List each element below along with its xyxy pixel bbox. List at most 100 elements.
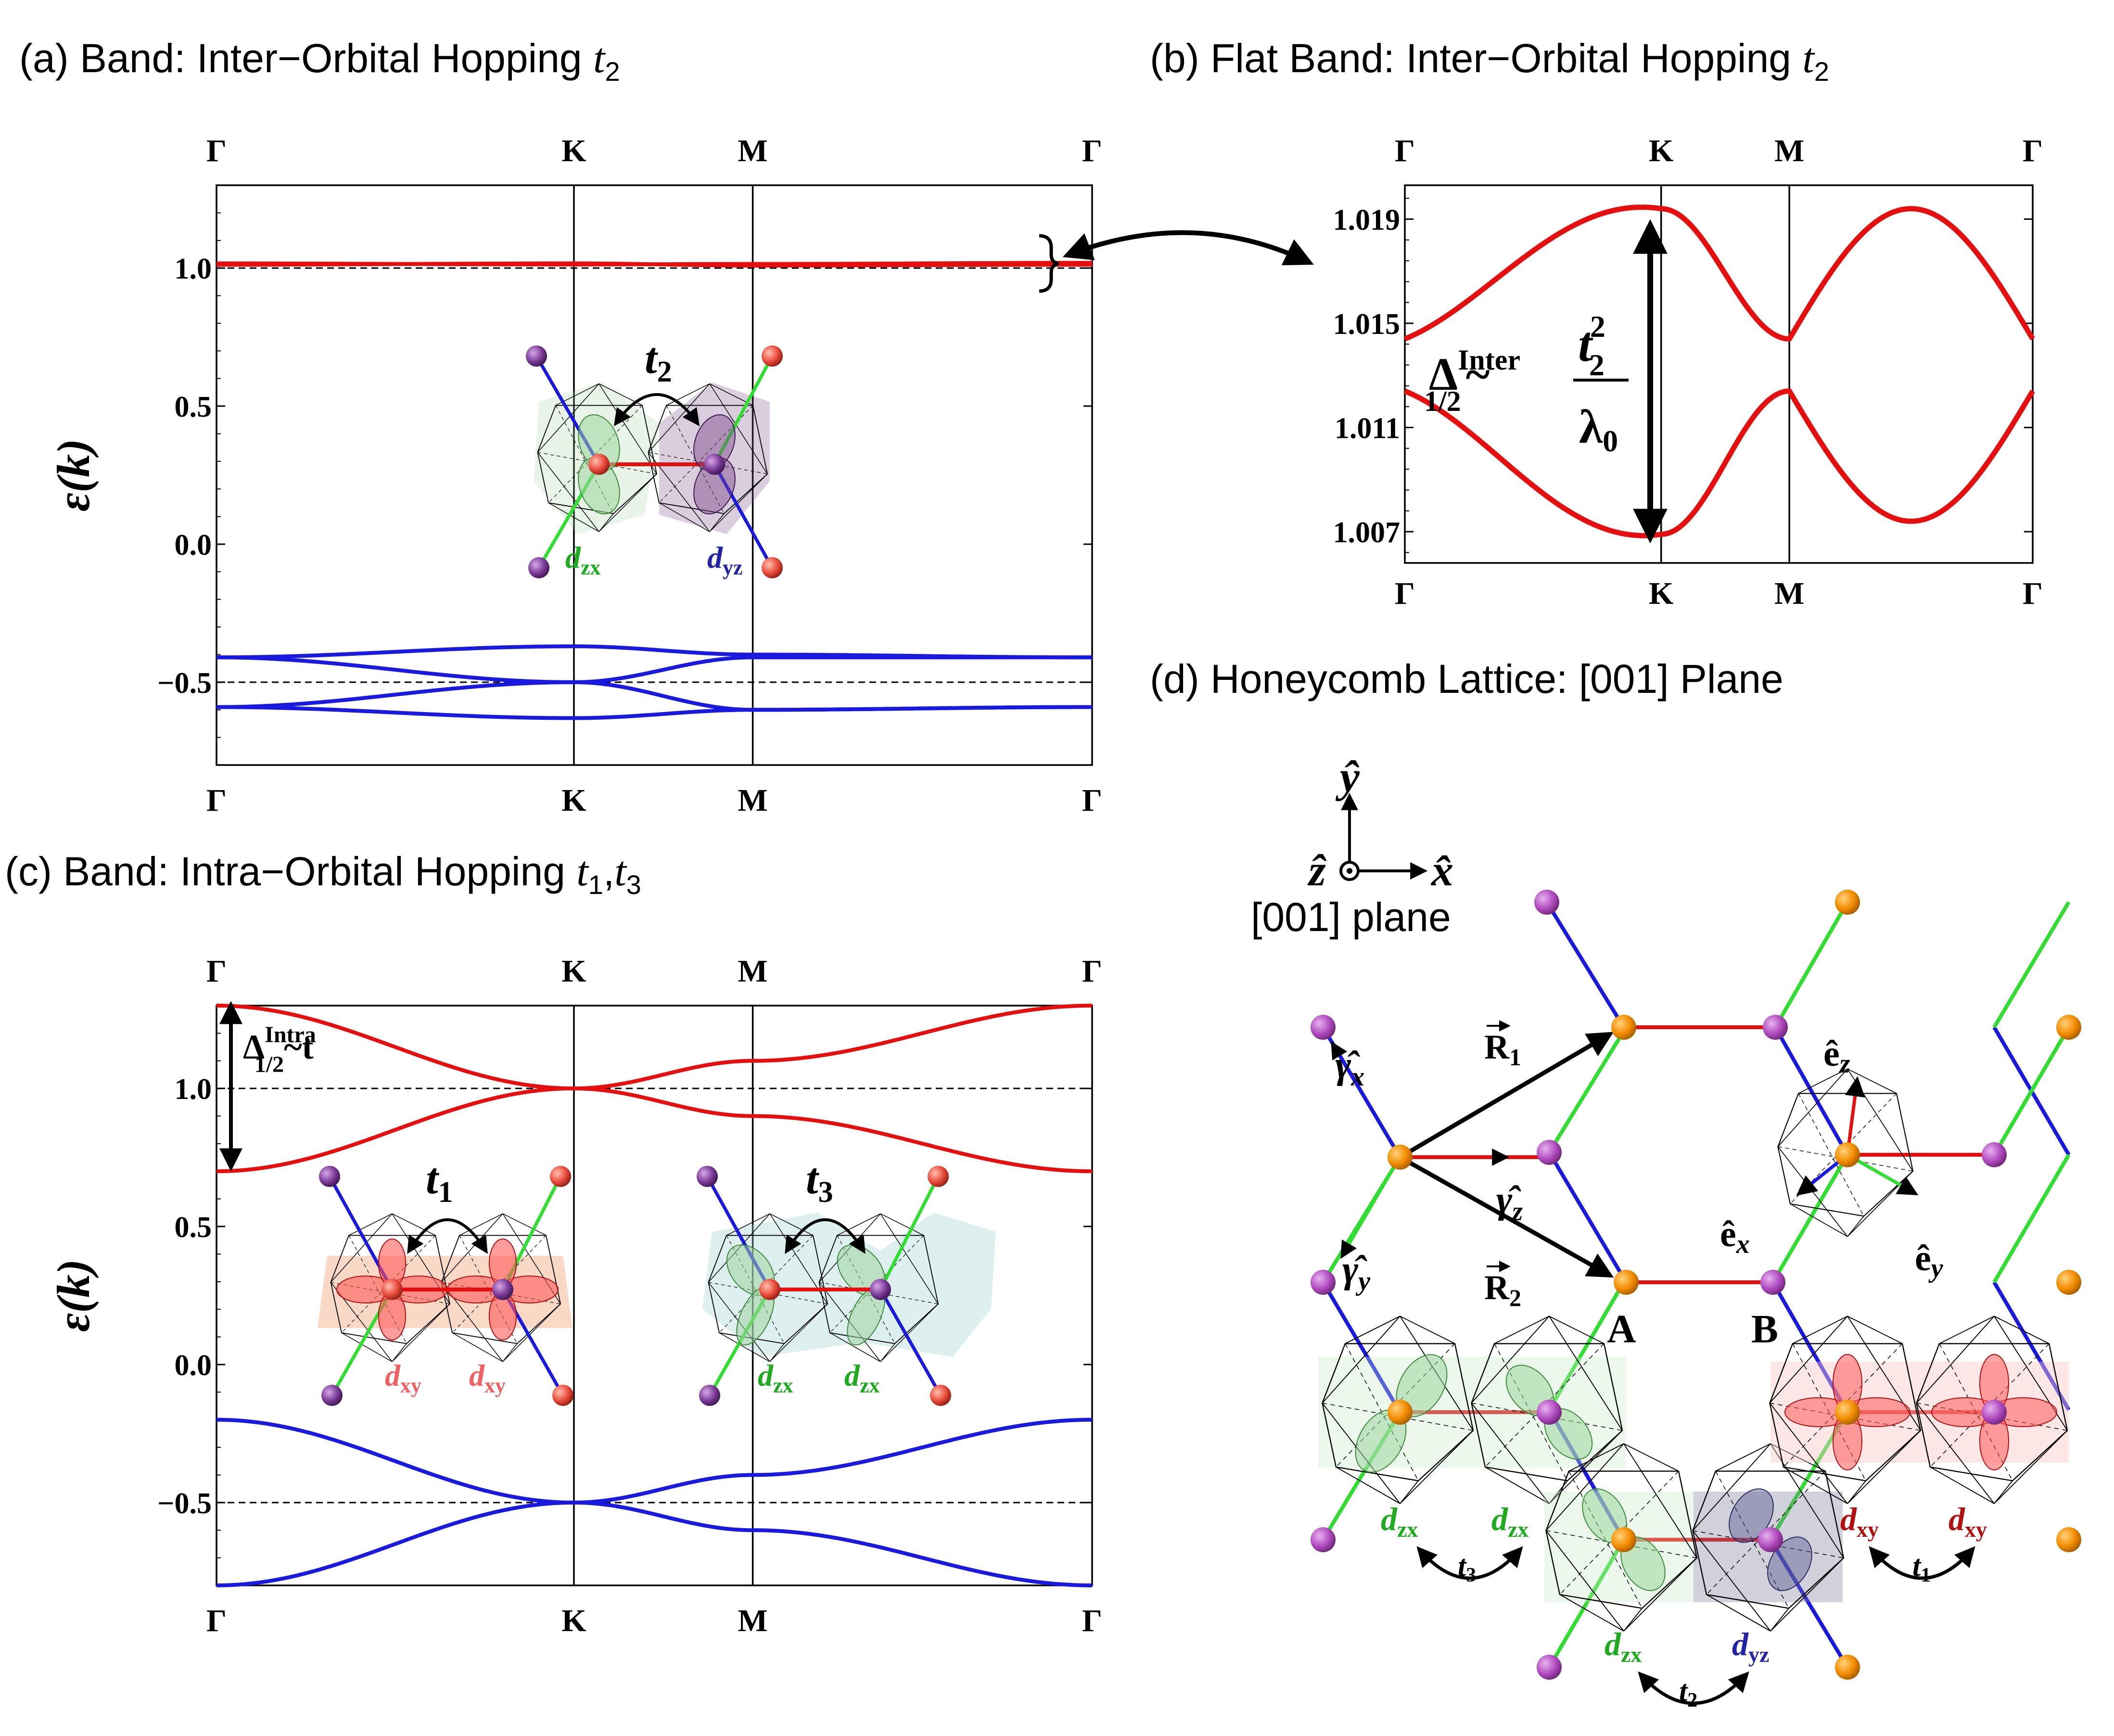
inset-c-dzx2-label: dzx [844,1358,880,1397]
lattice-atoms [1311,890,2081,1680]
hs-label-b-bottom-3: Γ [2023,576,2043,611]
band-a-blue-5 [216,705,1092,720]
ez-label: êz [1823,1034,1850,1079]
band-a-blue-3 [216,644,1092,660]
t2-arrow [1638,1671,1749,1705]
band-c-blue-3 [216,1500,1092,1587]
band-a-blue-4 [216,680,1092,712]
y-axis-label-c: ε(k) [48,1259,99,1332]
lattice-dyz-label: dyz [1732,1626,1769,1667]
ytick-label-c-1: 0.0 [175,1349,212,1382]
ytick-label-c-3: 1.0 [175,1073,212,1106]
band-a-blue-2 [216,655,1092,684]
band-b-red-0 [1403,204,2035,342]
ytick-label-c-0: −0.5 [157,1487,212,1520]
site-B-label: B [1751,1307,1778,1352]
hs-label-b-top-1: K [1649,133,1673,168]
R1-label: R1 [1484,1028,1521,1071]
plane-label: [001] plane [1251,894,1451,940]
lattice-vectors [1331,1032,1614,1278]
hs-label-c-bottom-3: Γ [1082,1603,1102,1638]
axis-y-label: ŷ [1335,752,1360,801]
hs-label-a-bottom-3: Γ [1082,783,1102,818]
inset-a-dzx-label: dzx [565,540,601,579]
band-a-red-1 [216,261,1092,267]
lattice-t2-label: t2 [1679,1675,1697,1711]
plot-frame-b [1404,184,2034,564]
gamma-x-label: γ̂x [1335,1044,1364,1092]
gamma-z-label: γ̂z [1496,1179,1523,1226]
band-c-blue-2 [216,1417,1092,1505]
ytick-label-b-3: 1.019 [1333,204,1401,236]
hs-label-b-bottom-2: M [1774,576,1804,611]
band-c-red-0 [216,1004,1092,1091]
hs-label-a-bottom-2: M [738,783,767,818]
lattice-dzx1-label: dzx [1381,1501,1418,1542]
lattice-dzx2-label: dzx [1491,1501,1528,1542]
coordinate-axes [1339,792,1428,881]
band-b-red-1 [1403,388,2035,538]
lattice-t3-label: t3 [1458,1550,1476,1586]
hs-label-b-bottom-1: K [1649,576,1673,611]
panel-d-caption: (d) Honeycomb Lattice: [001] Plane [1150,656,1783,702]
ytick-label-b-2: 1.015 [1333,308,1401,341]
hs-label-c-top-2: M [738,954,767,989]
inset-c-dxy1-label: dxy [385,1358,421,1397]
band-c-red-1 [216,1086,1092,1174]
plot-frame-c [216,1005,1093,1586]
t3-arrow [1416,1546,1523,1580]
ex-label: êx [1720,1214,1750,1259]
inset-a-t2-label: t2 [645,333,672,388]
ytick-label-b-1: 1.011 [1335,412,1400,445]
ytick-label-c-2: 0.5 [175,1211,212,1244]
inset-c-t1-octahedra [318,1166,573,1406]
hs-label-a-top-1: K [561,133,586,168]
hs-label-a-bottom-1: K [561,783,586,818]
flat-band-brace [1039,234,1059,293]
ytick-label-a-1: 0.0 [175,529,212,562]
hs-label-c-bottom-1: K [561,1603,586,1638]
panel-c-caption: (c) Band: Intra−Orbital Hopping t1,t3 [5,848,641,900]
ey-label: êy [1915,1238,1944,1283]
axis-x-label: x̂ [1430,846,1453,895]
ytick-label-a-2: 0.5 [175,391,212,423]
hs-label-c-top-3: Γ [1082,954,1102,989]
hs-label-a-top-0: Γ [206,133,227,168]
hs-label-b-top-2: M [1774,133,1804,168]
frac-denominator: λ0 [1579,400,1618,458]
inset-a-dyz-label: dyz [707,540,743,579]
lattice-dzx3-label: dzx [1605,1626,1642,1667]
y-axis-label-a: ε(k) [48,439,99,511]
axis-z-label: ẑ [1307,846,1327,895]
hs-label-b-top-3: Γ [2023,133,2043,168]
panel-a-caption: (a) Band: Inter−Orbital Hopping t2 [19,35,620,87]
R2-label: R2 [1484,1268,1521,1311]
lattice-dxy1-label: dxy [1840,1501,1879,1542]
inset-c-dxy2-label: dxy [469,1358,506,1397]
zoom-arrow [1062,230,1314,266]
inset-c-dzx1-label: dzx [758,1358,793,1397]
site-A-label: A [1607,1307,1636,1352]
hs-label-c-bottom-2: M [738,1603,767,1638]
ytick-label-a-3: 1.0 [175,253,212,285]
hs-label-c-top-0: Γ [206,954,227,989]
ytick-label-b-0: 1.007 [1333,516,1401,549]
inset-a-octahedra [526,345,783,578]
hs-label-b-top-0: Γ [1395,133,1415,168]
hs-label-c-top-1: K [561,954,586,989]
ytick-label-a-0: −0.5 [157,667,212,700]
hs-label-c-bottom-0: Γ [206,1603,227,1638]
inset-c-t1-label: t1 [426,1154,453,1209]
panel-b-caption: (b) Flat Band: Inter−Orbital Hopping t2 [1150,35,1829,87]
inset-c-t3-label: t3 [806,1154,833,1209]
inset-c-t3-octahedra [697,1166,996,1406]
hs-label-a-top-2: M [738,133,767,168]
hs-label-a-top-3: Γ [1082,133,1102,168]
hs-label-b-bottom-0: Γ [1395,576,1415,611]
